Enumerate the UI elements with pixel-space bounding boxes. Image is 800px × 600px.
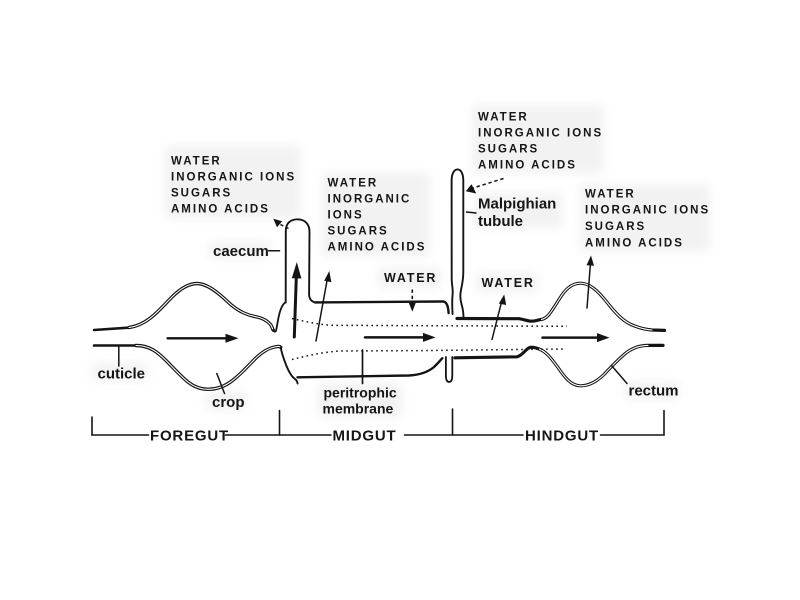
svg-text:WATER: WATER (482, 276, 535, 290)
svg-text:SUGARS: SUGARS (328, 226, 389, 238)
svg-text:crop: crop (212, 394, 245, 411)
svg-text:INORGANIC: INORGANIC (328, 194, 412, 206)
svg-text:AMINO ACIDS: AMINO ACIDS (585, 238, 684, 250)
svg-text:WATER: WATER (478, 112, 529, 124)
svg-text:cuticle: cuticle (98, 366, 146, 383)
svg-text:MIDGUT: MIDGUT (333, 428, 397, 445)
svg-text:SUGARS: SUGARS (171, 188, 232, 200)
svg-text:tubule: tubule (478, 213, 523, 230)
svg-text:FOREGUT: FOREGUT (150, 428, 229, 445)
svg-text:IONS: IONS (328, 210, 364, 222)
svg-text:INORGANIC IONS: INORGANIC IONS (478, 128, 603, 140)
svg-text:HINDGUT: HINDGUT (525, 428, 599, 445)
svg-text:INORGANIC IONS: INORGANIC IONS (171, 172, 296, 184)
svg-text:AMINO ACIDS: AMINO ACIDS (328, 242, 427, 254)
svg-text:rectum: rectum (629, 383, 679, 400)
svg-text:SUGARS: SUGARS (585, 221, 646, 233)
svg-text:AMINO ACIDS: AMINO ACIDS (171, 204, 270, 216)
svg-text:Malpighian: Malpighian (478, 196, 556, 213)
svg-text:WATER: WATER (328, 178, 379, 190)
svg-text:caecum: caecum (213, 243, 269, 260)
svg-text:WATER: WATER (585, 189, 636, 201)
svg-text:AMINO ACIDS: AMINO ACIDS (478, 160, 577, 172)
svg-text:WATER: WATER (384, 271, 437, 285)
svg-text:INORGANIC IONS: INORGANIC IONS (585, 205, 710, 217)
svg-text:WATER: WATER (171, 156, 222, 168)
svg-text:membrane: membrane (323, 401, 394, 417)
svg-text:SUGARS: SUGARS (478, 144, 539, 156)
svg-text:peritrophic: peritrophic (324, 385, 397, 401)
